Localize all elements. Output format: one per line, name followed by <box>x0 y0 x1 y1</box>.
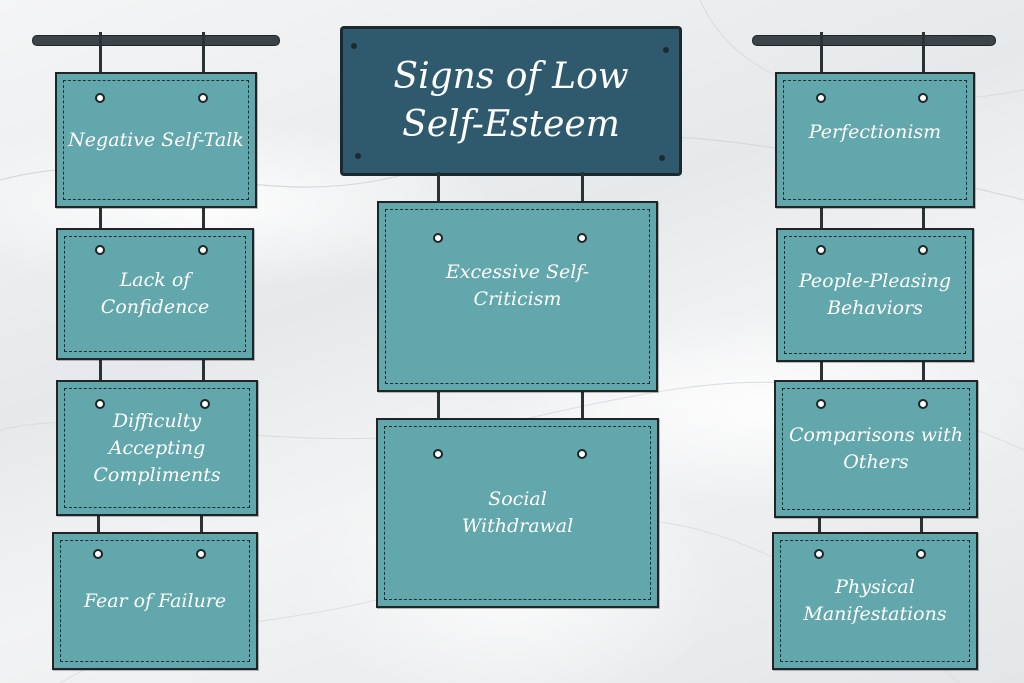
card-hole-icon <box>200 399 210 409</box>
hanging-string <box>99 32 102 98</box>
card-hole-icon <box>816 245 826 255</box>
sign-label: Fear of Failure <box>83 589 227 612</box>
card-hole-icon <box>916 549 926 559</box>
card-hole-icon <box>95 245 105 255</box>
sign-card-excessive-self-criticism: Excessive Self-Criticism <box>377 201 658 392</box>
nail-icon <box>663 47 669 53</box>
right-hanging-rod <box>752 35 996 46</box>
card-hole-icon <box>95 93 105 103</box>
card-hole-icon <box>93 549 103 559</box>
sign-card-comparisons-with-others: Comparisons with Others <box>774 380 978 518</box>
sign-label: Perfectionism <box>808 121 942 143</box>
card-hole-icon <box>95 399 105 409</box>
card-hole-icon <box>198 245 208 255</box>
card-hole-icon <box>433 233 443 243</box>
nail-icon <box>351 43 357 49</box>
hanging-string <box>820 32 823 98</box>
card-hole-icon <box>198 93 208 103</box>
sign-label: Physical Manifestations <box>803 576 947 625</box>
sign-card-perfectionism: Perfectionism <box>775 72 975 208</box>
hanging-string <box>202 32 205 98</box>
nail-icon <box>355 153 361 159</box>
card-hole-icon <box>816 93 826 103</box>
sign-card-people-pleasing-behaviors: People-Pleasing Behaviors <box>776 228 974 362</box>
card-hole-icon <box>918 245 928 255</box>
left-hanging-rod <box>32 35 280 46</box>
card-hole-icon <box>918 93 928 103</box>
card-hole-icon <box>577 449 587 459</box>
page-title: Signs of Low Self-Esteem <box>393 56 629 145</box>
sign-card-negative-self-talk: Negative Self-Talk <box>55 72 257 208</box>
nail-icon <box>659 155 665 161</box>
card-hole-icon <box>918 399 928 409</box>
sign-label: People-Pleasing Behaviors <box>798 270 952 319</box>
sign-label: Comparisons with Others <box>788 424 964 473</box>
sign-label: Lack of Confidence <box>100 269 210 318</box>
sign-label: Difficulty Accepting Compliments <box>93 409 221 486</box>
card-hole-icon <box>433 449 443 459</box>
card-hole-icon <box>814 549 824 559</box>
card-hole-icon <box>196 549 206 559</box>
hanging-string <box>922 32 925 98</box>
sign-label: Social Withdrawal <box>461 488 574 537</box>
sign-label: Negative Self-Talk <box>68 128 244 151</box>
sign-card-lack-of-confidence: Lack of Confidence <box>56 228 254 360</box>
card-hole-icon <box>816 399 826 409</box>
card-hole-icon <box>577 233 587 243</box>
title-board: Signs of Low Self-Esteem <box>340 26 682 176</box>
sign-card-physical-manifestations: Physical Manifestations <box>772 532 978 670</box>
sign-label: Excessive Self-Criticism <box>445 261 590 310</box>
sign-card-social-withdrawal: Social Withdrawal <box>376 418 659 608</box>
sign-card-fear-of-failure: Fear of Failure <box>52 532 258 670</box>
sign-card-difficulty-accepting-compliments: Difficulty Accepting Compliments <box>56 380 258 516</box>
